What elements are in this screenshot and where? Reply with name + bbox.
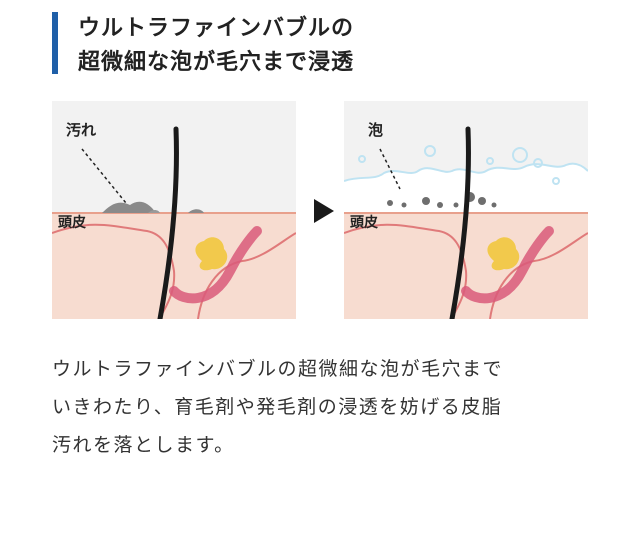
description-line-1: ウルトラファインバブルの超微細な泡が毛穴まで <box>52 358 504 380</box>
dirt-label: 汚れ <box>66 121 96 139</box>
description-line-2: いきわたり、育毛剤や発毛剤の浸透を妨げる皮脂 <box>52 396 503 418</box>
heading-line-2: 超微細な泡が毛穴まで浸透 <box>78 50 355 75</box>
heading-line-1: ウルトラファインバブルの <box>78 16 355 41</box>
after-illustration: 泡 頭皮 <box>344 101 588 319</box>
section-heading: ウルトラファインバブルの 超微細な泡が毛穴まで浸透 <box>52 10 612 75</box>
heading-accent-bar <box>52 12 58 74</box>
bubble-label: 泡 <box>368 121 383 139</box>
description-text: ウルトラファインバブルの超微細な泡が毛穴まで いきわたり、育毛剤や発毛剤の浸透を… <box>52 350 612 464</box>
triangle-right-icon <box>314 199 334 223</box>
scalp-label-after: 頭皮 <box>350 214 378 231</box>
scalp-label-before: 頭皮 <box>58 214 86 231</box>
before-illustration: 汚れ 頭皮 <box>52 101 296 319</box>
description-line-3: 汚れを落とします。 <box>52 434 235 456</box>
